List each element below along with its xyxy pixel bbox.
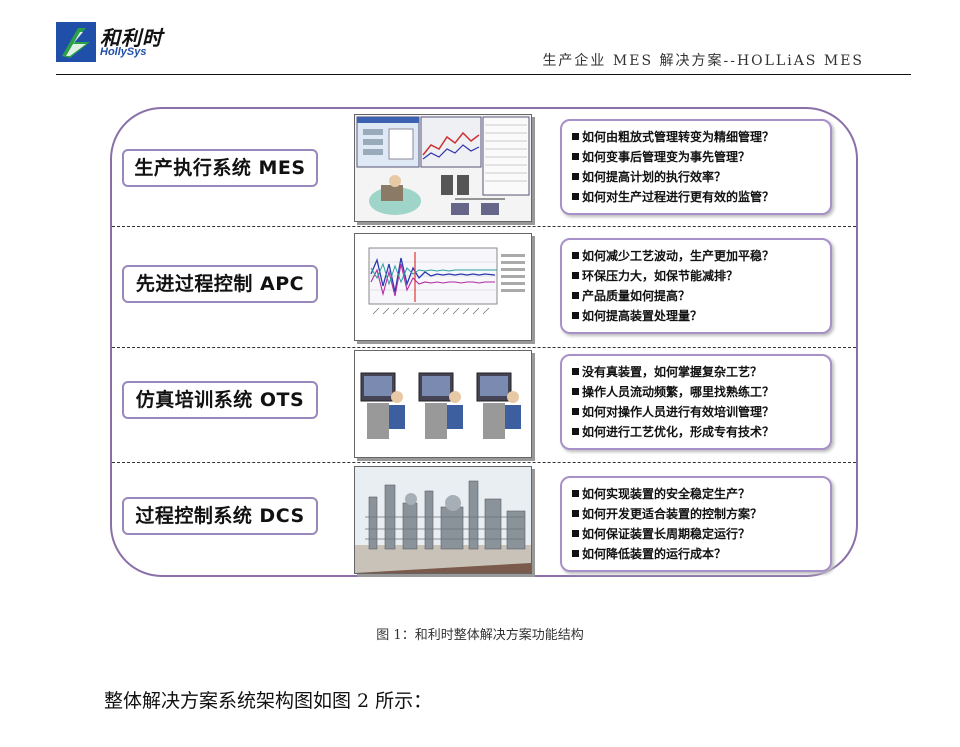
operator-workstations-icon (354, 350, 532, 458)
question-item: 没有真装置，如何掌握复杂工艺？ (572, 362, 824, 382)
logo-chinese-text: 和利时 (100, 26, 163, 50)
question-item: 如何对操作人员进行有效培训管理？ (572, 402, 824, 422)
question-item: 如何对生产过程进行更有效的监管？ (572, 187, 824, 207)
header-divider (56, 74, 911, 75)
logo-english-text: HollySys (100, 46, 147, 58)
row-label-dcs: 过程控制系统 DCS (122, 497, 318, 535)
industrial-plant-icon (354, 466, 532, 574)
apc-trend-chart-icon (354, 233, 532, 341)
question-item: 环保压力大，如保节能减排？ (572, 266, 824, 286)
question-item: 如何进行工艺优化，形成专有技术？ (572, 422, 824, 442)
question-item: 如何变事后管理变为事先管理？ (572, 147, 824, 167)
row-divider (112, 462, 856, 463)
row-label-mes: 生产执行系统 MES (122, 149, 318, 187)
question-item: 如何提高计划的执行效率？ (572, 167, 824, 187)
question-item: 如何开发更适合装置的控制方案？ (572, 504, 824, 524)
question-item: 如何降低装置的运行成本？ (572, 544, 824, 564)
figure-caption: 图 1：和利时整体解决方案功能结构 (376, 628, 584, 643)
question-item: 如何减少工艺波动，生产更加平稳？ (572, 246, 824, 266)
question-item: 操作人员流动频繁，哪里找熟练工？ (572, 382, 824, 402)
question-item: 产品质量如何提高？ (572, 286, 824, 306)
page-header: 和利时 HollySys 生产企业 MES 解决方案--HOLLiAS MES (0, 0, 960, 80)
row-label-apc: 先进过程控制 APC (122, 265, 318, 303)
row-label-ots: 仿真培训系统 OTS (122, 381, 318, 419)
solution-structure-diagram: 生产执行系统 MES 如何由粗放式管理转变为精细管理？ 如何变事后管理变为事先管… (110, 107, 858, 577)
question-item: 如何保证装置长周期稳定运行？ (572, 524, 824, 544)
question-item: 如何提高装置处理量？ (572, 306, 824, 326)
hollysys-logo: 和利时 HollySys (56, 22, 186, 66)
question-box-mes: 如何由粗放式管理转变为精细管理？ 如何变事后管理变为事先管理？ 如何提高计划的执… (560, 119, 832, 215)
body-paragraph: 整体解决方案系统架构图如图 2 所示： (104, 690, 433, 712)
question-box-dcs: 如何实现装置的安全稳定生产？ 如何开发更适合装置的控制方案？ 如何保证装置长周期… (560, 476, 832, 572)
mes-screens-icon (354, 114, 532, 222)
question-item: 如何由粗放式管理转变为精细管理？ (572, 127, 824, 147)
question-box-apc: 如何减少工艺波动，生产更加平稳？ 环保压力大，如保节能减排？ 产品质量如何提高？… (560, 238, 832, 334)
row-divider (112, 347, 856, 348)
document-title: 生产企业 MES 解决方案--HOLLiAS MES (542, 53, 864, 69)
hollysys-logo-icon (56, 22, 96, 62)
question-box-ots: 没有真装置，如何掌握复杂工艺？ 操作人员流动频繁，哪里找熟练工？ 如何对操作人员… (560, 354, 832, 450)
row-divider (112, 226, 856, 227)
question-item: 如何实现装置的安全稳定生产？ (572, 484, 824, 504)
